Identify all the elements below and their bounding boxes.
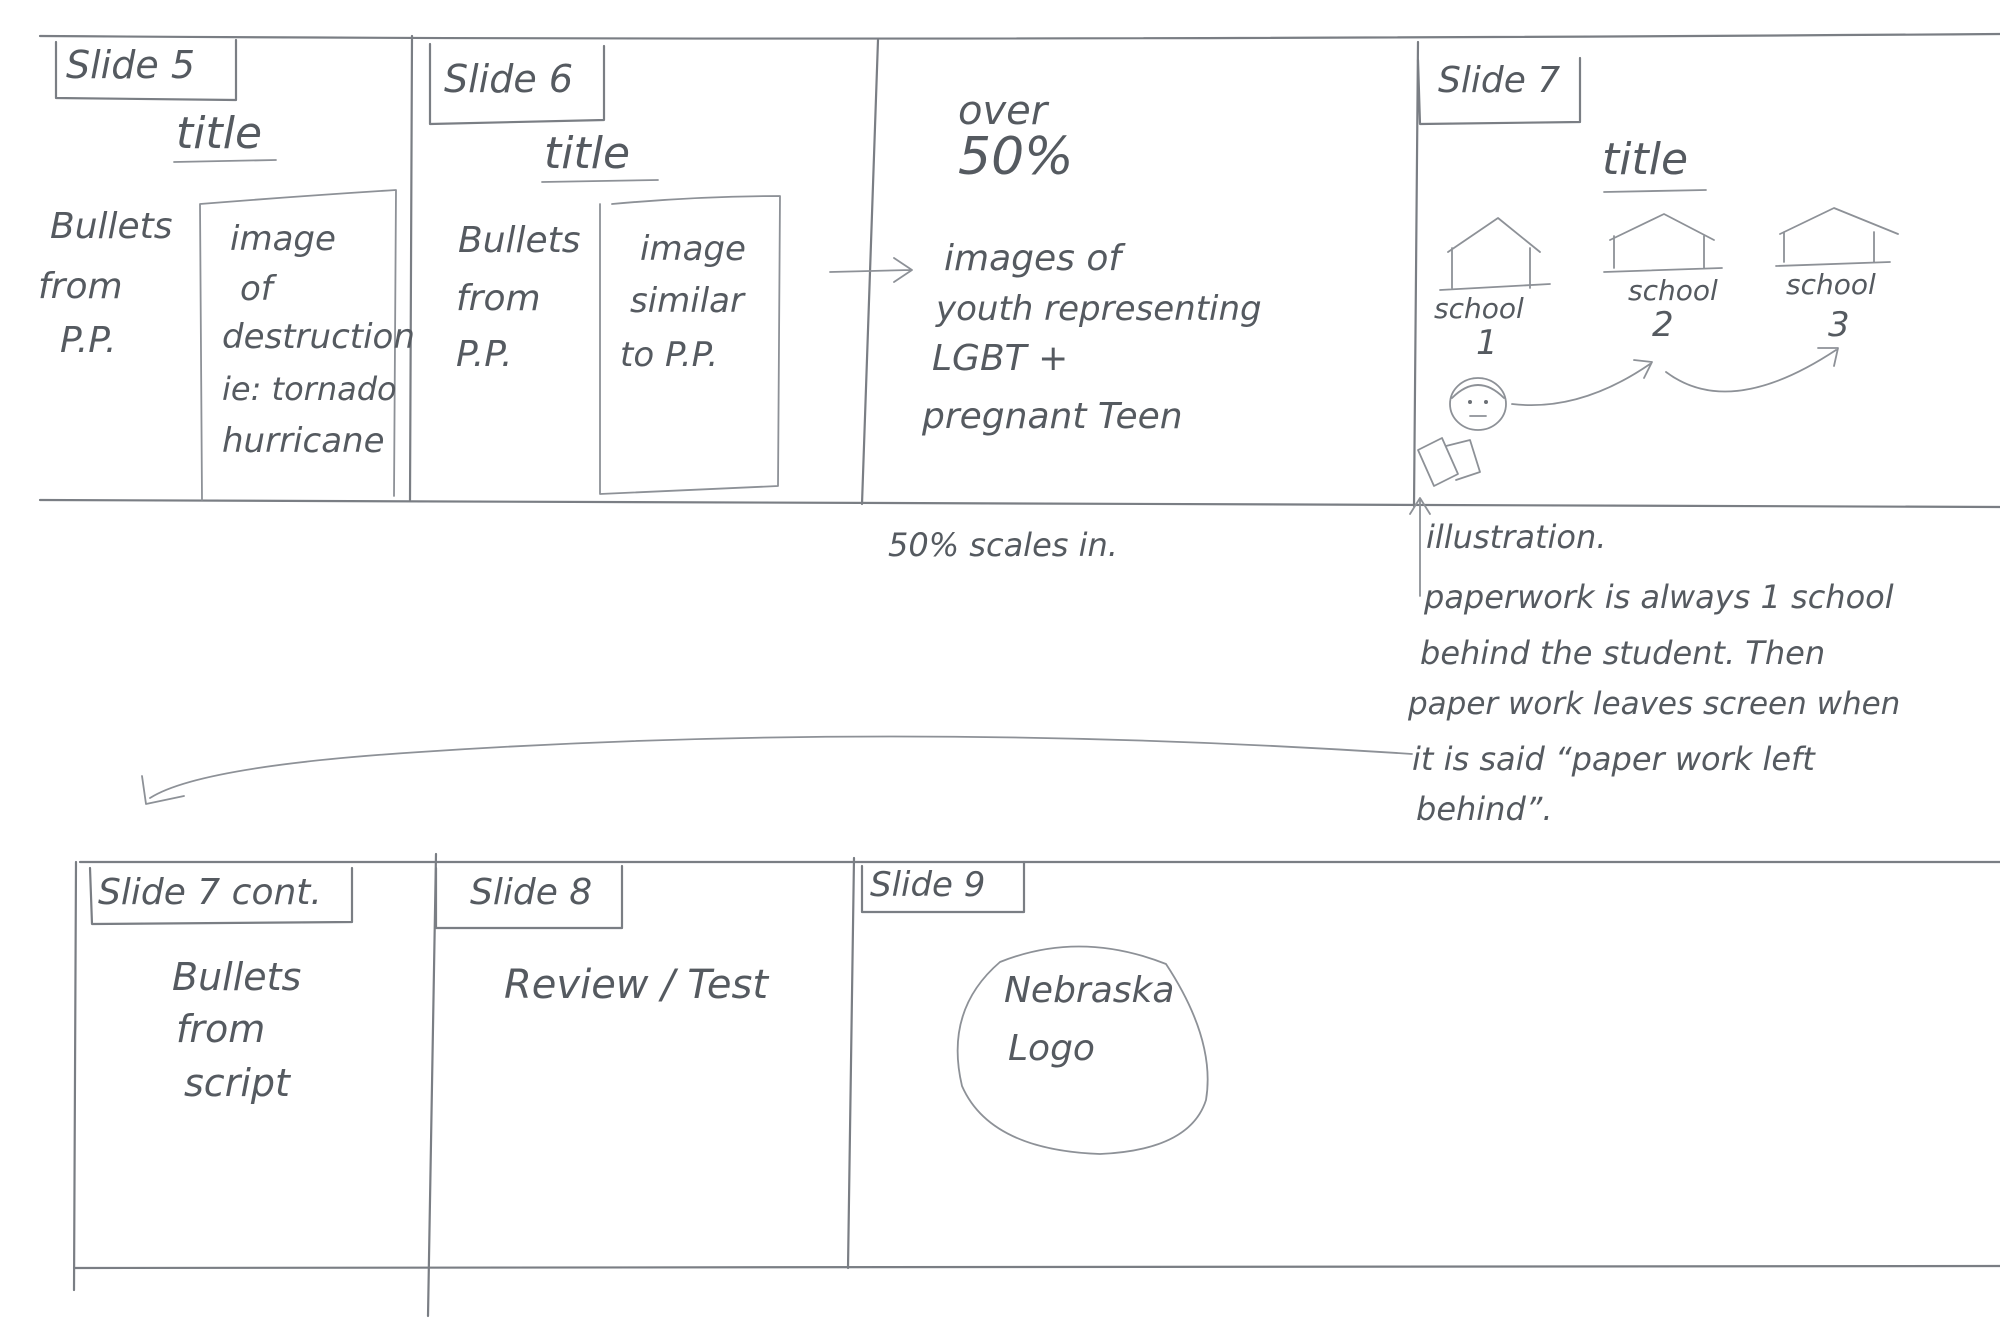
slide9-tab [860,860,1026,914]
divider-7c-8 [426,852,438,1318]
images-note-line2: youth representing [935,289,1262,329]
slide7-tab-label: Slide 7 [1438,60,1560,101]
row2-top-border [78,858,2000,864]
slide6-title-underline [541,179,659,183]
school-3-number: 3 [1828,305,1850,345]
stat-percent: 50% [958,127,1074,187]
slide9-panel: Slide 9 Nebraska Logo [860,860,1209,1155]
slide9-logo-line2: Logo [1008,1028,1095,1069]
school-2-label: school [1628,274,1718,307]
divider-6-stat [860,38,880,506]
slide7-annotation-line3: behind the student. Then [1420,634,1825,672]
slide6-image-line2: similar [630,281,746,321]
slide6-tab-label: Slide 6 [444,57,573,101]
slide5-image-line1: image [230,219,336,259]
continuation-arrow-icon [141,735,1413,805]
school-2-number: 2 [1652,305,1674,345]
slide7-cont-bullets-line2: from [176,1007,265,1051]
student-face-icon [1449,377,1507,431]
slide6-bullets-line2: from [456,278,541,319]
slide9-logo-line1: Nebraska [1004,970,1174,1011]
row2-bottom-border [72,1264,2000,1270]
slide6-panel: Slide 6 title Bullets from P.P. image si… [428,42,781,495]
slide8-tab-label: Slide 8 [470,872,592,913]
slide5-image-line5: hurricane [222,421,385,461]
slide7-cont-tab-label: Slide 7 cont. [98,872,322,913]
slide5-image-line4: ie: tornado [222,370,397,408]
slide7-annotation-line4: paper work leaves screen when [1407,686,1900,722]
school-3-label: school [1786,268,1876,301]
annotation-pointer-icon [1409,497,1431,597]
slide5-bullets-line2: from [38,266,123,307]
stat-caption: 50% scales in. [888,526,1118,564]
arrow-to-school3-icon [1665,347,1839,393]
slide9-tab-label: Slide 9 [870,865,985,905]
logo-placeholder-circle [956,945,1209,1155]
row1-top-border [38,32,2000,40]
slide7-annotation-line6: behind”. [1416,790,1553,828]
school-1-label: school [1434,292,1524,325]
slide7-cont-tab [88,866,354,926]
slide5-panel: Slide 5 title Bullets from P.P. image of… [38,38,415,501]
school-house-icon-1 [1439,217,1551,291]
slide6-bullets-line1: Bullets [458,220,581,261]
paperwork-icon [1417,437,1481,487]
slide6-title: title [544,128,630,179]
divider-5-6 [408,34,414,502]
school-1-number: 1 [1476,323,1498,363]
slide5-image-line2: of [240,269,278,309]
slide6-tab [428,42,606,126]
slide7-title-underline [1603,189,1707,193]
slide7-cont-panel: Slide 7 cont. Bullets from script [88,866,354,1105]
slide6-image-box [599,195,781,495]
slide7-title: title [1602,134,1688,185]
slide8-text: Review / Test [504,962,769,1008]
images-note-line1: images of [944,238,1126,279]
arrow-right-icon [829,257,913,283]
slide5-title: title [176,108,262,159]
school-house-icon-3 [1775,207,1899,267]
row2-left-edge [72,860,78,1292]
slide5-bullets-line3: P.P. [60,320,116,361]
slide5-image-box [199,189,397,501]
slide5-title-underline [173,159,277,163]
slide5-tab-label: Slide 5 [66,43,195,87]
slide6-image-line1: image [640,229,746,269]
stat-over: over [958,88,1050,134]
slide7-cont-bullets-line1: Bullets [172,955,301,999]
slide6-bullets-line3: P.P. [456,334,512,375]
row2-frame [72,852,2000,1318]
slide6-image-line3: to P.P. [620,335,718,375]
slide7-tab [1416,56,1582,126]
arrow-to-school2-icon [1511,359,1653,407]
slide7-annotation-line2: paperwork is always 1 school [1423,578,1894,616]
slide8-panel: Slide 8 Review / Test [434,864,769,1008]
school-house-icon-2 [1603,213,1723,273]
row1-frame [38,32,2000,509]
divider-8-9 [846,856,856,1270]
slide7-panel: Slide 7 title school 1 school 2 school 3 [1407,56,1900,828]
slide5-tab [54,38,238,102]
slide5-bullets-line1: Bullets [50,206,173,247]
slide8-tab [434,864,624,930]
stat-panel: over 50% images of youth representing LG… [829,88,1262,564]
slide7-annotation-line5: it is said “paper work left [1412,740,1816,778]
slide7-annotation-line1: illustration. [1426,518,1606,556]
slide7-cont-bullets-line3: script [184,1061,292,1105]
images-note-line3: LGBT + [932,338,1068,379]
row1-bottom-border [38,498,2000,509]
divider-stat-7 [1412,40,1420,508]
slide5-image-line3: destruction [222,317,415,357]
images-note-line4: pregnant Teen [921,396,1183,437]
